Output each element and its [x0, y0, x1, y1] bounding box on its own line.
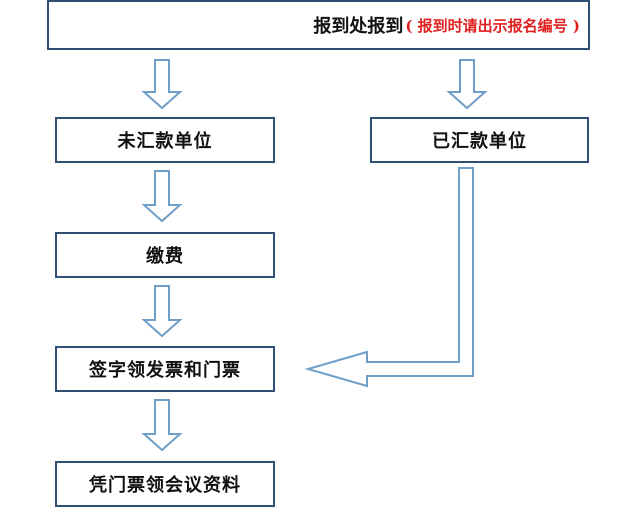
registration-hint: ( 报到时请出示报名编号 ) — [405, 16, 580, 35]
down-arrow-unpaid-to-pay — [141, 170, 183, 223]
down-arrow-pay-to-sign — [141, 285, 183, 338]
collect-materials-box: 凭门票领会议资料 — [55, 461, 275, 507]
payment-label: 缴费 — [146, 246, 184, 267]
down-arrow-header-to-unpaid — [141, 59, 183, 110]
sign-invoice-ticket-box: 签字领发票和门票 — [55, 346, 275, 392]
paid-unit-box: 已汇款单位 — [370, 117, 589, 163]
unpaid-unit-box: 未汇款单位 — [55, 117, 275, 163]
unpaid-unit-label: 未汇款单位 — [117, 131, 213, 152]
down-arrow-header-to-paid — [446, 59, 488, 110]
payment-box: 缴费 — [55, 232, 275, 278]
bent-arrow-paid-to-sign — [304, 167, 474, 388]
down-arrow-sign-to-docs — [141, 399, 183, 452]
sign-invoice-ticket-label: 签字领发票和门票 — [89, 360, 241, 381]
collect-materials-label: 凭门票领会议资料 — [89, 475, 241, 496]
registration-desk-box: 报到处报到 ( 报到时请出示报名编号 ) — [47, 0, 590, 50]
paid-unit-label: 已汇款单位 — [432, 131, 527, 152]
registration-desk-label: 报到处报到 — [313, 16, 404, 37]
